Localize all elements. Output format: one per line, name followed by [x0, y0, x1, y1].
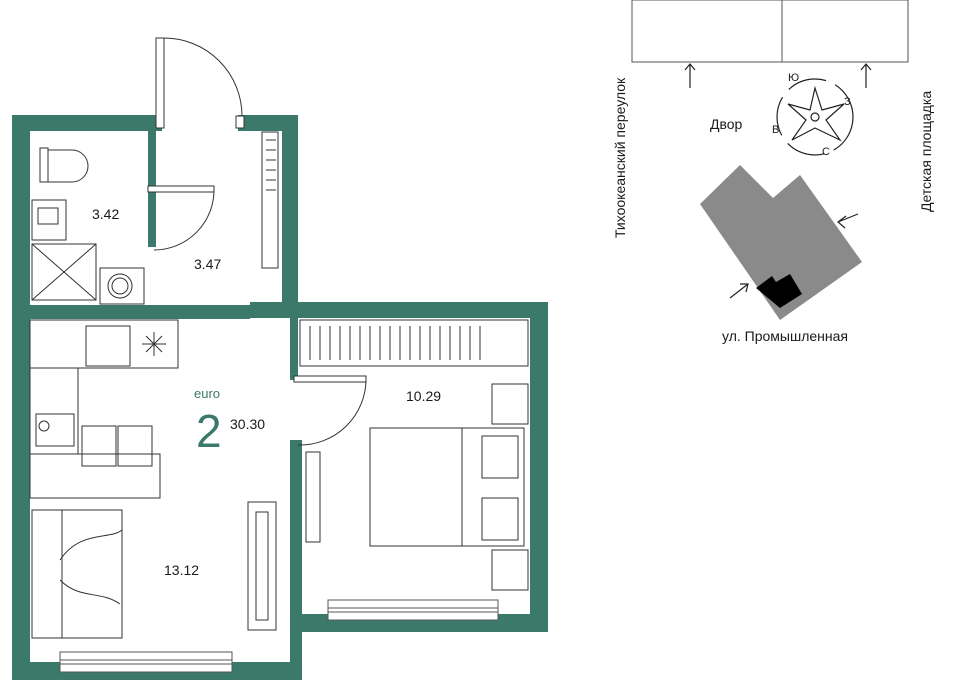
compass-rose — [776, 78, 854, 156]
street-right-label: Детская площадка — [918, 90, 934, 212]
compass-west: З — [844, 96, 851, 108]
living-furniture — [31, 501, 277, 639]
walls — [12, 115, 548, 680]
unit-marker — [756, 274, 802, 308]
wardrobe — [261, 131, 279, 269]
building-footprint — [700, 165, 862, 320]
windows — [59, 599, 499, 673]
room-area-bedroom: 10.29 — [406, 388, 442, 404]
courtyard-label: Двор — [710, 116, 743, 132]
bathroom-fixtures — [31, 147, 145, 305]
apartment-total-area: 30.30 — [230, 416, 266, 432]
bathroom-door — [147, 185, 215, 251]
compass-north: С — [822, 146, 830, 158]
room-area-living-kitchen: 13.12 — [164, 562, 200, 578]
street-bottom-label: ул. Промышленная — [722, 328, 848, 344]
compass-south: Ю — [788, 72, 800, 84]
room-area-hallway: 3.47 — [194, 256, 222, 272]
apartment-rooms-count: 2 — [196, 405, 222, 457]
apartment-type-label: euro — [194, 386, 221, 401]
site-buildings — [631, 0, 909, 63]
room-area-bathroom: 3.42 — [92, 206, 120, 222]
site-arrows — [684, 63, 872, 299]
street-left-label: Тихоокеанский переулок — [612, 77, 628, 238]
kitchen — [29, 319, 179, 499]
compass-east: В — [772, 124, 780, 136]
bedroom-door — [293, 375, 367, 446]
entrance-door — [155, 37, 245, 129]
bedroom-furniture — [299, 319, 529, 591]
